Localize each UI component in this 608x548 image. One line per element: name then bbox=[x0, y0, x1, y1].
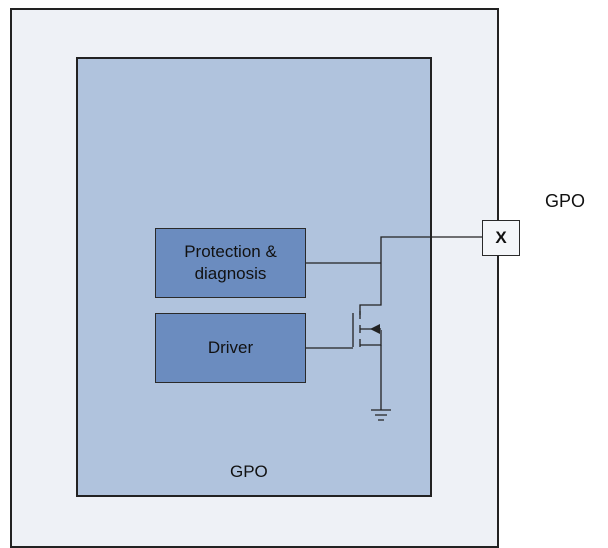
outer-gpo-label: GPO bbox=[545, 191, 586, 211]
pin-label: X bbox=[495, 228, 507, 247]
protection-diagnosis-label: Protection & diagnosis bbox=[184, 242, 277, 283]
wire-pin-to-node bbox=[380, 236, 482, 263]
output-pin: X bbox=[482, 220, 520, 256]
driver-block: Driver bbox=[155, 313, 306, 383]
mosfet-arrow bbox=[370, 324, 380, 334]
ground-symbol bbox=[371, 409, 391, 421]
inner-gpo-label: GPO bbox=[230, 462, 268, 481]
protection-diagnosis-block: Protection & diagnosis bbox=[155, 228, 306, 298]
wire-drain bbox=[359, 263, 382, 315]
driver-label: Driver bbox=[207, 338, 254, 357]
